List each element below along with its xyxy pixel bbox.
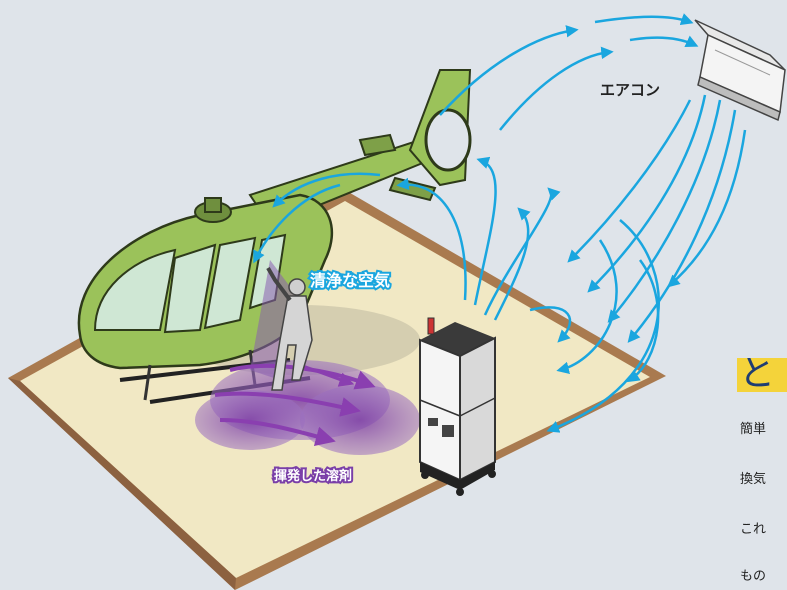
clean-air-label: 清浄な空気 xyxy=(310,271,390,290)
side-heading-highlight: と xyxy=(737,358,787,392)
worker-figure xyxy=(266,266,313,391)
air-purifier-unit xyxy=(419,317,496,496)
side-text-line: もの xyxy=(740,569,767,584)
air-conditioner xyxy=(694,19,786,122)
side-text-line: これ xyxy=(740,522,767,537)
airflow-arrows xyxy=(253,13,747,433)
side-heading-text: と xyxy=(739,358,776,392)
side-text-line: 換気 xyxy=(740,472,767,487)
solvent-label: 揮発した溶剤 xyxy=(274,468,352,484)
aircon-label: エアコン xyxy=(600,81,660,99)
side-text-line: 簡単 xyxy=(740,422,767,437)
